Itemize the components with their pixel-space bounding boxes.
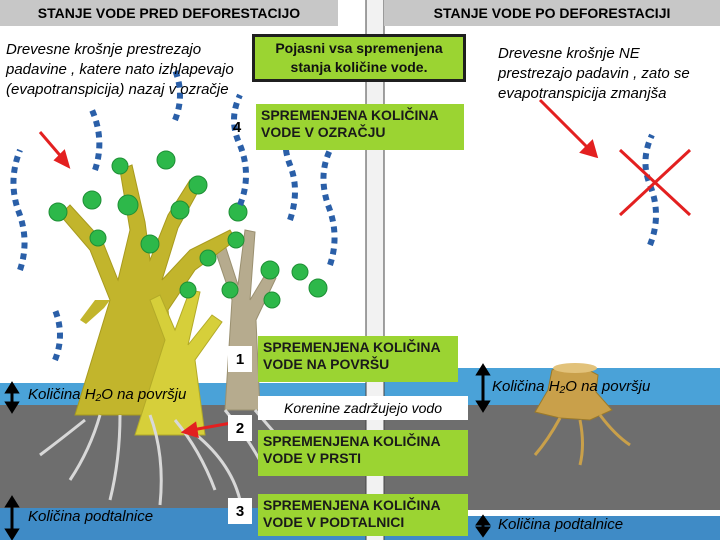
note-roots-retain-water: Korenine zadržujejo vodo bbox=[258, 396, 468, 420]
red-arrows bbox=[38, 98, 599, 439]
change-label-atmosphere: SPREMENJENA KOLIČINA VODE V OZRAČJU bbox=[256, 104, 464, 150]
change-number-1: 1 bbox=[228, 346, 252, 372]
cross-mark bbox=[618, 148, 692, 217]
task-callout: Pojasni vsa spremenjena stanja količine … bbox=[252, 34, 466, 82]
label-surface-water-right: Količina H₂O na površju bbox=[492, 378, 651, 395]
label-groundwater-right: Količina podtalnice bbox=[498, 516, 624, 533]
header-after-deforestation: STANJE VODE PO DEFORESTACIJI bbox=[384, 0, 720, 26]
change-label-groundwater: SPREMENJENA KOLIČINA VODE V PODTALNICI bbox=[258, 494, 468, 536]
tree-front bbox=[134, 289, 223, 436]
leaves bbox=[48, 150, 328, 309]
label-surface-water-left: Količina H₂O na površju bbox=[28, 386, 187, 403]
tree-stump bbox=[533, 363, 631, 466]
header-before-deforestation: STANJE VODE PRED DEFORESTACIJO bbox=[0, 0, 338, 26]
note-canopy-intercepts: Drevesne krošnje prestrezajo padavine , … bbox=[6, 41, 234, 98]
change-number-3: 3 bbox=[228, 498, 252, 524]
change-label-surface: SPREMENJENA KOLIČINA VODE NA POVRŠU bbox=[258, 336, 458, 382]
note-canopy-absent: Drevesne krošnje NE prestrezajo padavin … bbox=[498, 45, 690, 102]
change-label-soil: SPREMENJENA KOLIČINA VODE V PRSTI bbox=[258, 430, 468, 476]
level-arrows bbox=[4, 363, 491, 540]
change-number-2: 2 bbox=[228, 415, 252, 441]
change-number-4: 4 bbox=[232, 118, 242, 136]
label-groundwater-left: Količina podtalnice bbox=[28, 508, 154, 525]
